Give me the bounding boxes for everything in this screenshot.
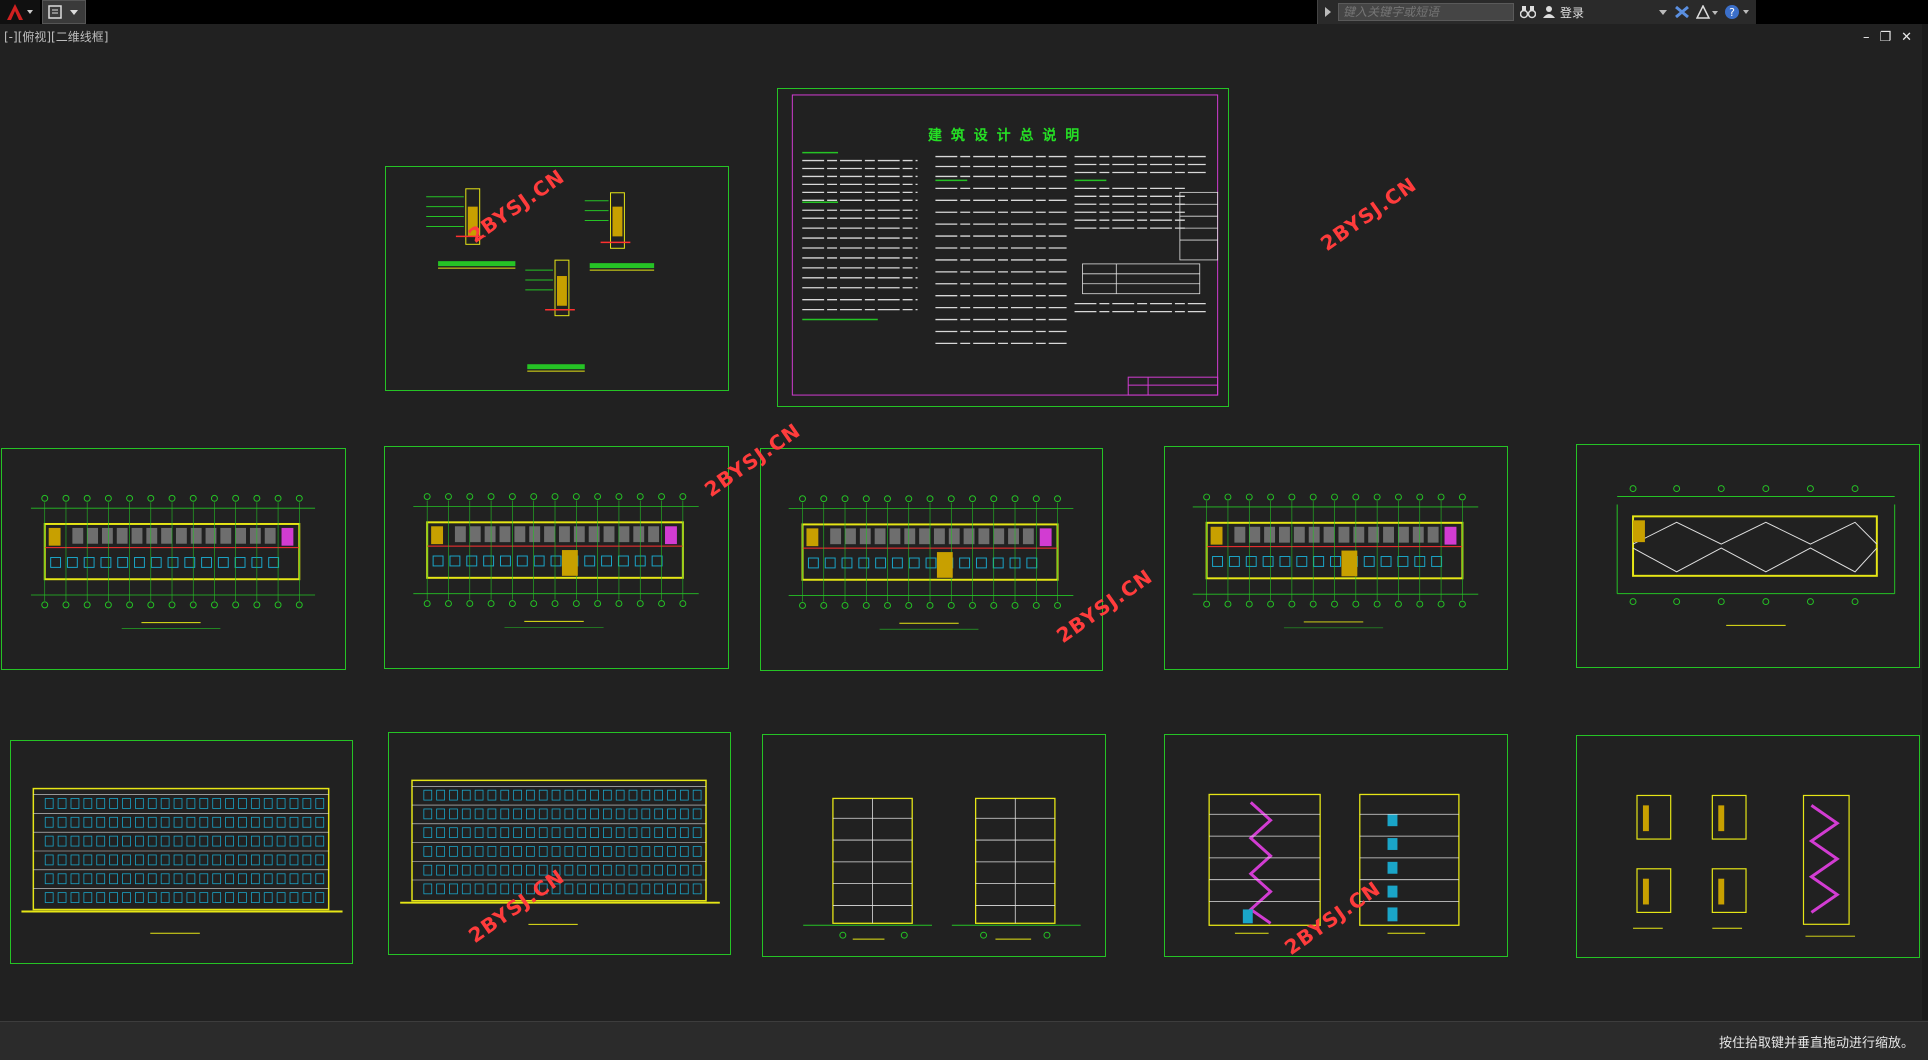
search-input[interactable]	[1337, 3, 1514, 21]
stair-detail-sheet[interactable]	[1576, 735, 1920, 958]
floor-plan-sheet-2[interactable]	[384, 446, 729, 669]
search-binoculars-icon[interactable]	[1519, 5, 1536, 19]
detail-drawing-sheet[interactable]	[385, 166, 729, 391]
help-icon[interactable]: ?	[1724, 4, 1750, 20]
login-button[interactable]: 登录	[1542, 4, 1668, 21]
floor-plan-sheet-4[interactable]	[1164, 446, 1508, 670]
window-controls: – ❐ ✕	[1863, 30, 1912, 45]
side-elevation-drawing	[803, 797, 1081, 940]
chevron-down-icon	[1659, 10, 1667, 15]
viewport-controls-label[interactable]: [-][俯视][二维线框]	[4, 30, 109, 44]
infocenter-toolbar: 登录 ?	[1316, 0, 1756, 24]
exchange-apps-icon[interactable]	[1674, 5, 1690, 19]
quick-access-toolbar[interactable]	[42, 0, 86, 24]
roof-plan-drawing	[1616, 485, 1896, 626]
floor-plan-drawing	[788, 495, 1074, 630]
floor-plan-sheet-3[interactable]	[760, 448, 1103, 671]
section-sheet[interactable]	[1164, 734, 1508, 957]
floor-plan-sheet-1[interactable]	[1, 448, 346, 670]
expand-arrow-icon[interactable]	[1324, 6, 1332, 18]
restore-button[interactable]: ❐	[1879, 30, 1892, 45]
status-bar: 按住拾取键并垂直拖动进行缩放。	[0, 1021, 1928, 1060]
login-label: 登录	[1559, 5, 1584, 20]
minimize-button[interactable]: –	[1862, 30, 1870, 45]
autocad-logo-icon	[7, 4, 33, 20]
floor-plan-drawing	[30, 494, 316, 629]
close-button[interactable]: ✕	[1901, 30, 1912, 45]
stair-detail-drawing	[1633, 794, 1856, 937]
svg-text:?: ?	[1729, 6, 1735, 19]
side-elevation-sheet[interactable]	[762, 734, 1106, 957]
connect-icon[interactable]	[1696, 5, 1718, 19]
document-edit-icon	[48, 5, 78, 19]
application-menu-button[interactable]	[0, 0, 40, 24]
elevation-sheet-2[interactable]	[388, 732, 731, 955]
elevation-drawing	[21, 787, 343, 934]
roof-plan-sheet[interactable]	[1576, 444, 1920, 668]
notes-text-drawing	[791, 94, 1219, 396]
floor-plan-drawing	[1192, 493, 1479, 629]
floor-plan-drawing	[413, 493, 699, 628]
drawing-title: 建 筑 设 计 总 说 明	[928, 128, 1082, 144]
watermark-2: 2BYSJ.CN	[1316, 172, 1422, 256]
section-drawing	[1208, 793, 1460, 934]
wall-detail-drawing	[426, 188, 655, 372]
elevation-drawing	[400, 779, 720, 925]
vertical-scroll-edge[interactable]	[1922, 24, 1928, 1020]
title-bar: 登录 ?	[0, 0, 1928, 24]
user-icon	[1542, 6, 1555, 18]
design-notes-sheet[interactable]: 建 筑 设 计 总 说 明	[777, 88, 1229, 407]
status-message: 按住拾取键并垂直拖动进行缩放。	[1718, 1036, 1914, 1051]
elevation-sheet-1[interactable]	[10, 740, 353, 964]
